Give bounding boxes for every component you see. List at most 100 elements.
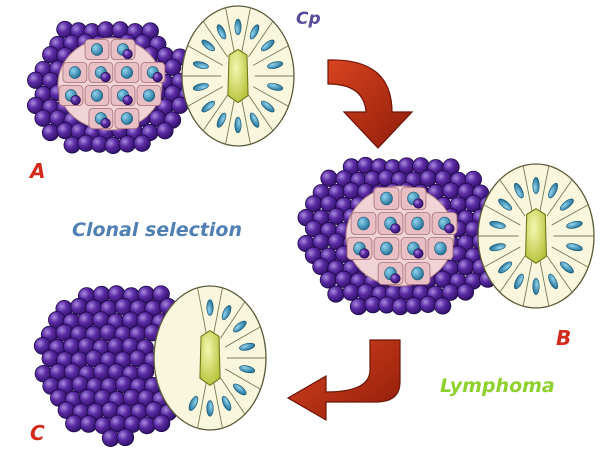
epithelial-nucleus [566, 243, 583, 252]
epithelial-nucleus [188, 395, 199, 411]
lymphocyte [419, 169, 437, 187]
cell-border [483, 204, 521, 226]
cell-border [202, 94, 228, 131]
lymphocyte [442, 182, 460, 200]
cell-border [539, 260, 550, 307]
cell-border [213, 287, 223, 334]
arrow-a-to-b [327, 59, 414, 149]
clone-background [57, 37, 163, 131]
epithelial-nucleus [548, 182, 558, 199]
cell-nucleus [411, 266, 424, 281]
cell-border [499, 179, 526, 217]
epithelial-nucleus [233, 383, 247, 396]
epithelial-nucleus [234, 116, 242, 134]
cluster-b [297, 156, 595, 316]
cell-border [202, 21, 228, 58]
epithelial-nucleus [249, 24, 260, 40]
epithelial-nucleus [216, 112, 227, 128]
epithelial-nucleus [267, 83, 284, 91]
lymphocyte [101, 429, 120, 447]
epithelial-nucleus [514, 182, 524, 199]
lymphocyte [104, 136, 122, 155]
label-clonal-selection: Clonal selection [72, 219, 242, 241]
cell-border [213, 382, 223, 429]
cell-border [551, 246, 589, 268]
cell-border [224, 368, 261, 390]
epithelial-nucleus [192, 83, 209, 91]
lymphocyte [79, 415, 98, 433]
epithelial-nucleus [498, 261, 513, 274]
cell-nucleus [411, 216, 424, 231]
lymphocyte [419, 295, 437, 313]
epithelial-nucleus [221, 305, 232, 321]
infiltrating-lymphocyte [413, 198, 424, 209]
crypt-lumen [525, 207, 547, 265]
epithelial-nucleus [559, 261, 574, 274]
lymphocyte [327, 285, 345, 303]
crypt-c [153, 285, 267, 431]
label-c: C [30, 421, 45, 445]
cell-border [187, 86, 224, 107]
cell-nucleus [90, 89, 104, 102]
cell-border [551, 204, 589, 226]
cell-nucleus [434, 241, 447, 256]
infiltrating-lymphocyte [122, 94, 133, 106]
epithelial-nucleus [249, 112, 260, 128]
epithelial-nucleus [192, 61, 209, 69]
epithelial-nucleus [233, 320, 247, 333]
epithelial-nucleus [221, 395, 232, 411]
label-cp: Cp [296, 9, 321, 29]
lymphocyte [41, 123, 60, 142]
cell-border [241, 99, 251, 145]
epithelial-nucleus [532, 277, 540, 295]
lymphocyte [320, 169, 338, 187]
epithelial-nucleus [548, 273, 558, 290]
cell-border [248, 21, 274, 58]
cell-border [220, 301, 246, 339]
cell-border [546, 255, 573, 293]
lymphocyte [152, 414, 171, 433]
epithelial-nucleus [498, 198, 513, 211]
cluster-a [26, 5, 295, 155]
lymphocyte [434, 297, 452, 315]
cell-border [197, 287, 207, 334]
lymphocyte [34, 109, 52, 127]
lymphocyte [456, 283, 475, 301]
crypt-b [477, 163, 595, 309]
cell-border [248, 94, 274, 131]
lymphocyte [349, 297, 368, 316]
lymphocyte [342, 283, 360, 301]
epithelial-nucleus [206, 400, 214, 417]
cell-nucleus [68, 66, 81, 79]
lymphocyte [118, 135, 136, 153]
infiltrating-lymphocyte [390, 273, 401, 284]
epithelial-nucleus [261, 39, 275, 52]
infiltrating-lymphocyte [359, 248, 370, 259]
label-a: A [28, 159, 45, 183]
epithelial-nucleus [216, 24, 227, 40]
epithelial-nucleus [206, 299, 214, 316]
cell-border [197, 382, 207, 429]
infiltrating-lymphocyte [444, 223, 455, 234]
lymphocyte-mass-c [33, 285, 178, 447]
epithelial-nucleus [559, 198, 574, 211]
epithelial-nucleus [267, 61, 284, 69]
crypt-lumen [199, 329, 221, 387]
epithelial-nucleus [489, 243, 506, 252]
cell-border [241, 7, 251, 53]
epithelial-nucleus [239, 365, 256, 374]
cell-nucleus [380, 241, 393, 256]
cell-nucleus [90, 43, 104, 56]
epithelial-nucleus [201, 100, 215, 113]
cell-nucleus [380, 191, 393, 206]
epithelial-nucleus [261, 100, 275, 113]
lymphocyte [138, 416, 156, 435]
infiltrating-lymphocyte [70, 94, 81, 106]
epithelial-nucleus [566, 220, 583, 229]
cell-border [225, 99, 235, 145]
epithelial-nucleus [234, 18, 242, 36]
infiltrating-lymphocyte [122, 48, 133, 60]
epithelial-nucleus [489, 220, 506, 229]
cell-border [539, 165, 550, 212]
lymphocyte [156, 122, 174, 140]
